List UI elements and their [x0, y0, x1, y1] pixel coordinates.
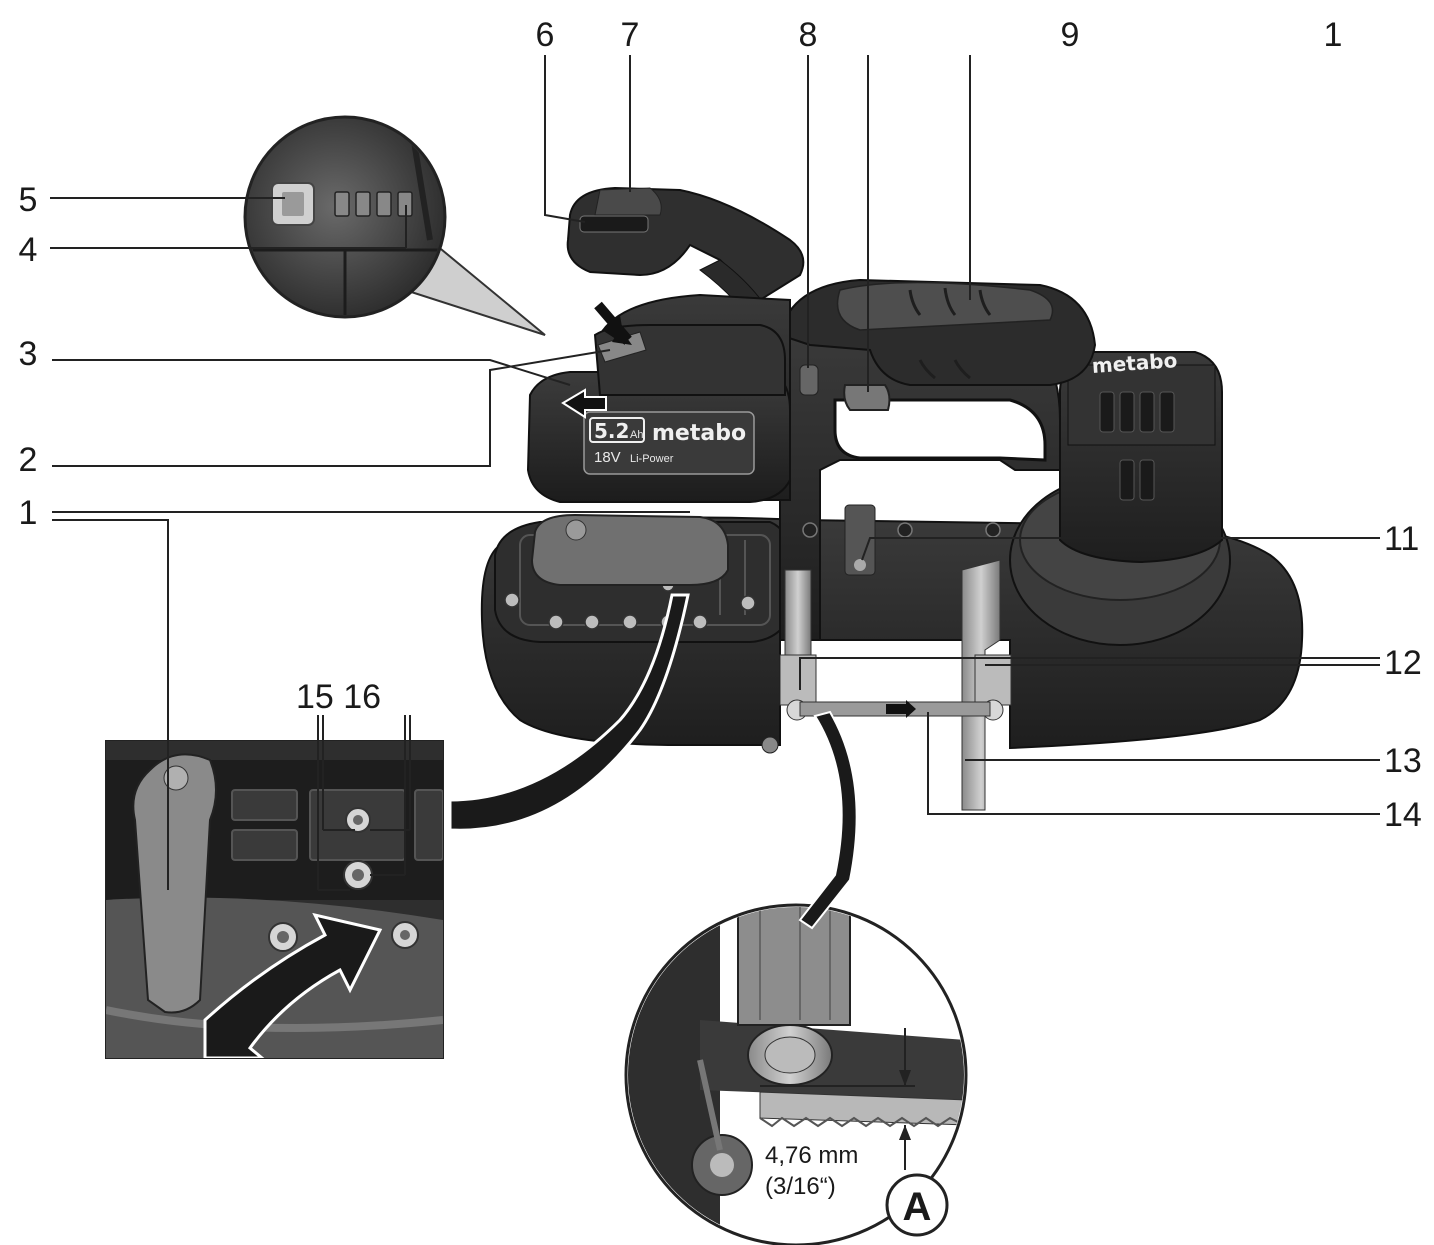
leader-lines — [50, 55, 1380, 930]
callout-15-16: 15 16 — [296, 678, 381, 716]
callout-1: 1 — [19, 494, 38, 532]
led-indicator-magnifier — [243, 115, 546, 336]
battery-system: Li-Power — [630, 453, 674, 465]
callout-7: 7 — [621, 16, 640, 54]
callout-3: 3 — [19, 335, 38, 373]
marker-a: A — [903, 1185, 932, 1229]
callout-12: 12 — [1384, 644, 1422, 682]
callout-4: 4 — [19, 231, 38, 269]
battery-capacity: 5.2 — [594, 419, 629, 443]
motor-brand-label: metabo — [1091, 348, 1178, 378]
adjustment-inset — [105, 740, 444, 1059]
direction-arrows — [561, 301, 632, 419]
callout-6: 6 — [536, 16, 555, 54]
callout-2: 2 — [19, 441, 38, 479]
blade-measurement-metric: 4,76 mm — [765, 1142, 858, 1169]
callout-5: 5 — [19, 181, 38, 219]
callout-9: 9 — [1061, 16, 1080, 54]
battery-capacity-unit: Ah — [630, 429, 643, 441]
callout-numbers: 6 7 8 9 1 5 4 3 2 1 11 12 13 14 15 16 — [19, 16, 1422, 834]
callout-13: 13 — [1384, 742, 1422, 780]
battery-voltage: 18V — [594, 449, 621, 466]
blade-height-detail: 4,76 mm (3/16“) A — [624, 903, 968, 1245]
callout-10: 1 — [1324, 16, 1343, 54]
blade-measurement-imperial: (3/16“) — [765, 1173, 836, 1200]
battery-brand: metabo — [652, 421, 746, 446]
callout-14: 14 — [1384, 796, 1422, 834]
callout-11: 11 — [1384, 520, 1419, 558]
callout-8: 8 — [799, 16, 818, 54]
bandsaw-body: metabo 5.2 A — [480, 186, 1304, 811]
